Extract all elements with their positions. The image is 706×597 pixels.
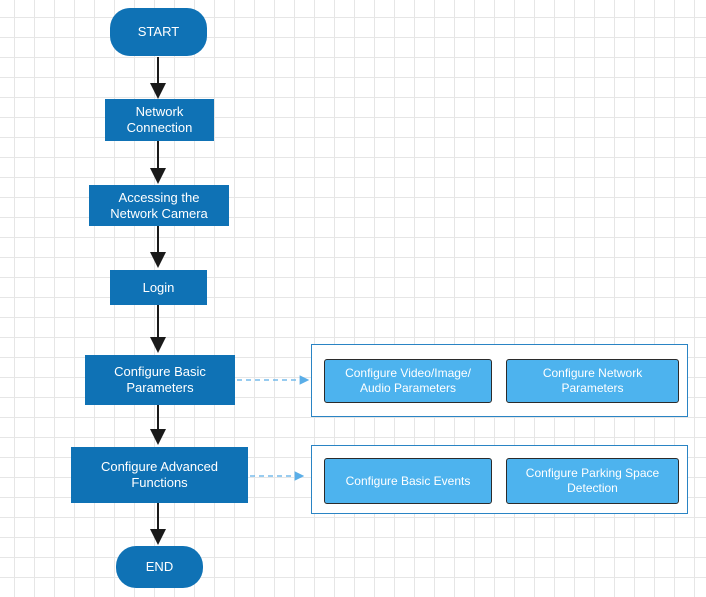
video-image-audio-node: Configure Video/Image/ Audio Parameters <box>324 359 492 403</box>
basic-parameters-group: Configure Video/Image/ Audio Parameters … <box>311 344 688 417</box>
accessing-camera-node: Accessing the Network Camera <box>89 185 229 226</box>
parking-space-detection-node: Configure Parking Space Detection <box>506 458 679 504</box>
end-node: END <box>116 546 203 588</box>
login-node: Login <box>110 270 207 305</box>
start-node: START <box>110 8 207 56</box>
advanced-functions-group: Configure Basic Events Configure Parking… <box>311 445 688 514</box>
network-connection-node: Network Connection <box>105 99 214 141</box>
configure-advanced-node: Configure Advanced Functions <box>71 447 248 503</box>
configure-basic-node: Configure Basic Parameters <box>85 355 235 405</box>
network-parameters-node: Configure Network Parameters <box>506 359 679 403</box>
basic-events-node: Configure Basic Events <box>324 458 492 504</box>
